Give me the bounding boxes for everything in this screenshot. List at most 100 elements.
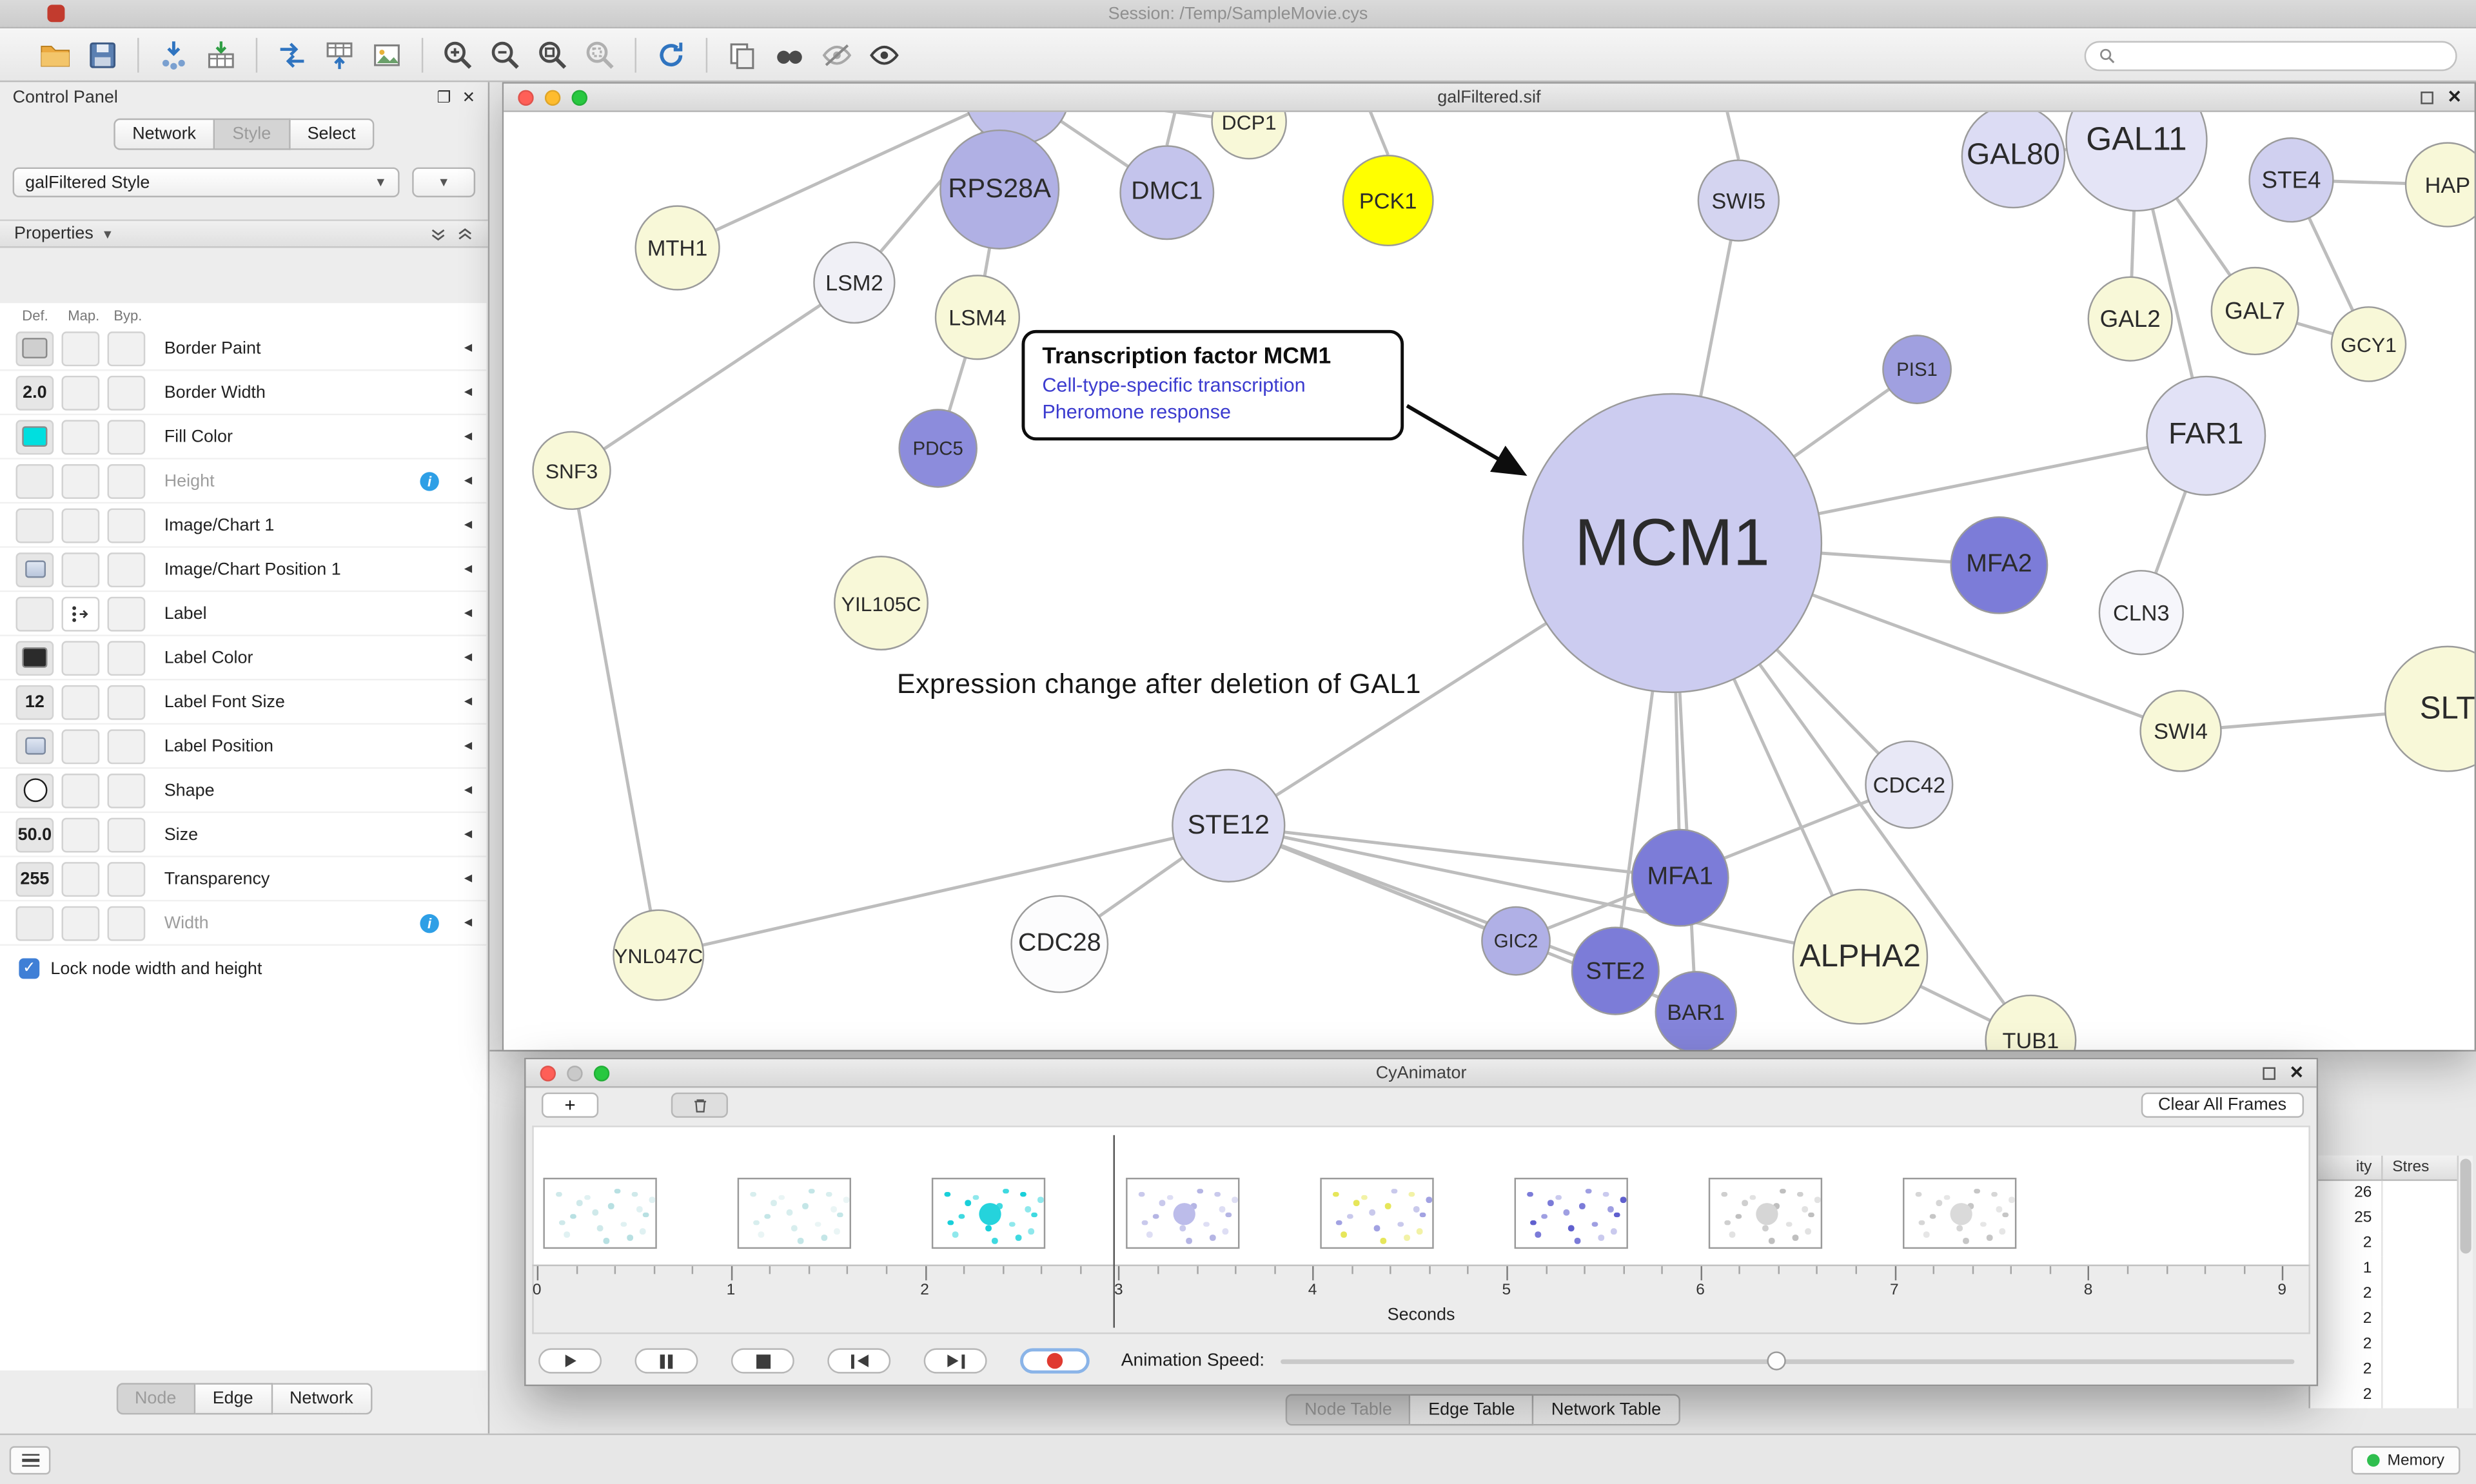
- table-row[interactable]: 2: [2310, 1383, 2457, 1409]
- bypass-cell[interactable]: [107, 817, 146, 852]
- bypass-cell[interactable]: [107, 684, 146, 719]
- panel-tab-edge[interactable]: Edge: [195, 1383, 273, 1415]
- bypass-cell[interactable]: [107, 640, 146, 675]
- table-row[interactable]: 2: [2310, 1332, 2457, 1358]
- style-options-button[interactable]: ▼: [412, 167, 476, 198]
- default-value-cell[interactable]: 12: [15, 684, 54, 719]
- node-bar1[interactable]: BAR1: [1655, 971, 1737, 1050]
- table-tab-node-table[interactable]: Node Table: [1285, 1394, 1411, 1426]
- frame-thumbnail-0[interactable]: [543, 1177, 657, 1249]
- bypass-cell[interactable]: [107, 905, 146, 941]
- import-table-button[interactable]: [197, 32, 244, 77]
- property-row-border-paint[interactable]: Border Paint◂: [0, 326, 487, 371]
- node-mfa2[interactable]: MFA2: [1950, 516, 2049, 614]
- animation-speed-slider[interactable]: [1280, 1348, 2295, 1373]
- bypass-cell[interactable]: [107, 861, 146, 896]
- mapping-cell[interactable]: [61, 331, 100, 366]
- bypass-cell[interactable]: [107, 463, 146, 498]
- node-cdc42[interactable]: CDC42: [1865, 740, 1954, 829]
- detach-view-icon[interactable]: [2262, 1066, 2275, 1079]
- table-row[interactable]: 25: [2310, 1206, 2457, 1232]
- slider-thumb[interactable]: [1767, 1351, 1787, 1371]
- network-canvas[interactable]: Expression change after deletion of GAL1…: [504, 112, 2475, 1050]
- expand-row-icon[interactable]: ◂: [464, 384, 473, 402]
- float-panel-icon[interactable]: ❐: [437, 89, 451, 107]
- node-ste4[interactable]: STE4: [2248, 137, 2334, 223]
- mapping-cell[interactable]: [61, 551, 100, 587]
- property-row-shape[interactable]: Shape◂: [0, 768, 487, 814]
- info-icon[interactable]: i: [420, 471, 439, 491]
- default-value-cell[interactable]: [15, 331, 54, 366]
- table-row[interactable]: 2: [2310, 1307, 2457, 1333]
- table-tab-network-table[interactable]: Network Table: [1533, 1394, 1680, 1426]
- node-cdc28[interactable]: CDC28: [1010, 895, 1109, 993]
- style-selector[interactable]: galFiltered Style ▼: [12, 167, 400, 198]
- close-panel-icon[interactable]: ✕: [462, 89, 476, 107]
- default-value-cell[interactable]: [15, 596, 54, 631]
- table-row[interactable]: 2: [2310, 1358, 2457, 1383]
- default-value-cell[interactable]: 50.0: [15, 817, 54, 852]
- default-value-cell[interactable]: 2.0: [15, 375, 54, 410]
- memory-button[interactable]: Memory: [2351, 1446, 2461, 1475]
- annotation-link-1[interactable]: Cell-type-specific transcription: [1042, 374, 1306, 396]
- node-yil105c[interactable]: YIL105C: [834, 556, 929, 650]
- default-value-cell[interactable]: [15, 728, 54, 764]
- table-row[interactable]: 1: [2310, 1256, 2457, 1282]
- export-image-button[interactable]: [363, 32, 410, 77]
- column-header[interactable]: ity: [2310, 1155, 2383, 1180]
- bypass-cell[interactable]: [107, 772, 146, 808]
- mapping-cell[interactable]: [61, 463, 100, 498]
- mapping-cell[interactable]: [61, 728, 100, 764]
- node-hap[interactable]: HAP: [2404, 142, 2475, 228]
- show-panels-button[interactable]: [9, 1446, 51, 1475]
- minimize-window-icon[interactable]: [544, 89, 561, 105]
- zoom-selected-button[interactable]: [576, 32, 624, 77]
- bypass-cell[interactable]: [107, 507, 146, 543]
- node-far1[interactable]: FAR1: [2146, 375, 2266, 496]
- node-mfa1[interactable]: MFA1: [1631, 828, 1729, 927]
- panel-tab-network[interactable]: Network: [272, 1383, 373, 1415]
- lock-size-checkbox[interactable]: ✓: [19, 958, 40, 979]
- delete-frame-button[interactable]: [671, 1092, 728, 1118]
- node-mcm1[interactable]: MCM1: [1522, 393, 1823, 694]
- record-button[interactable]: [1020, 1348, 1090, 1374]
- default-value-cell[interactable]: [15, 463, 54, 498]
- play-button[interactable]: [538, 1348, 602, 1374]
- node-pis1[interactable]: PIS1: [1882, 335, 1952, 404]
- bypass-cell[interactable]: [107, 728, 146, 764]
- annotation-link-2[interactable]: Pheromone response: [1042, 401, 1232, 424]
- frame-thumbnail-5[interactable]: [1514, 1177, 1628, 1249]
- zoom-window-icon[interactable]: [593, 1064, 610, 1081]
- node-dmc1[interactable]: DMC1: [1119, 145, 1215, 240]
- expand-row-icon[interactable]: ◂: [464, 472, 473, 490]
- detach-view-icon[interactable]: [2420, 90, 2433, 104]
- properties-title[interactable]: Properties: [14, 224, 93, 244]
- tab-select[interactable]: Select: [290, 118, 375, 150]
- node-gic2[interactable]: GIC2: [1481, 906, 1551, 976]
- close-window-icon[interactable]: [540, 1064, 556, 1081]
- table-row[interactable]: 2: [2310, 1231, 2457, 1257]
- bypass-cell[interactable]: [107, 419, 146, 454]
- expand-row-icon[interactable]: ◂: [464, 339, 473, 357]
- expand-row-icon[interactable]: ◂: [464, 781, 473, 799]
- node-gal2[interactable]: GAL2: [2087, 276, 2173, 362]
- node-cln3[interactable]: CLN3: [2098, 570, 2184, 656]
- node-gal7[interactable]: GAL7: [2210, 266, 2299, 356]
- close-window-icon[interactable]: [518, 89, 534, 105]
- property-row-label[interactable]: Label◂: [0, 592, 487, 636]
- bypass-cell[interactable]: [107, 551, 146, 587]
- zoom-window-icon[interactable]: [571, 89, 588, 105]
- node-ynl047c[interactable]: YNL047C: [613, 909, 705, 1001]
- tab-network[interactable]: Network: [113, 118, 215, 150]
- canvas-caption-text[interactable]: Expression change after deletion of GAL1: [897, 667, 1422, 699]
- bypass-cell[interactable]: [107, 331, 146, 366]
- property-row-label-position[interactable]: Label Position◂: [0, 725, 487, 769]
- node-gal80[interactable]: GAL80: [1961, 112, 2066, 209]
